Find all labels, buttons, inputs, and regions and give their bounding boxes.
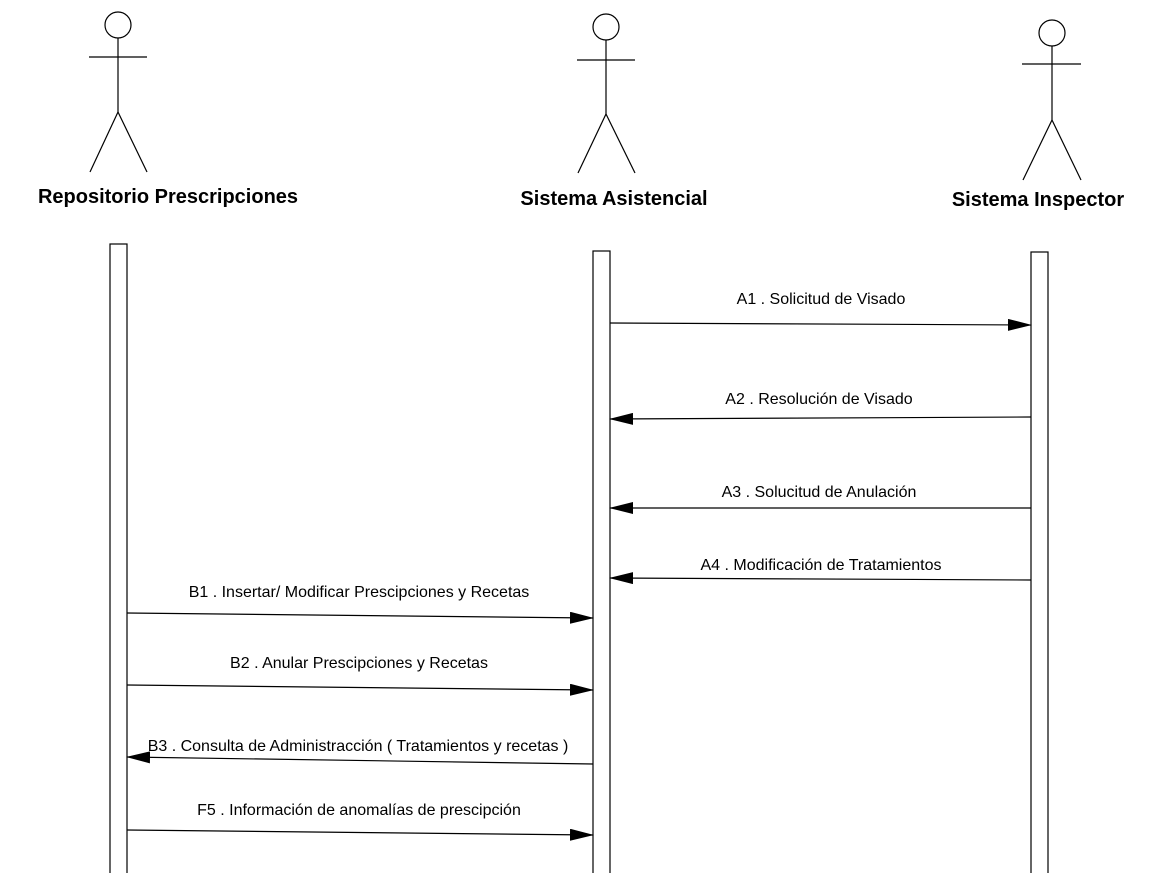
lifeline-asistencial	[592, 250, 611, 873]
actor-asistencial	[577, 13, 636, 174]
message-a1: A1 . Solicitud de Visado	[609, 291, 1032, 331]
message-a4: A4 . Modificación de Tratamientos	[609, 557, 1032, 585]
message-label: A2 . Resolución de Visado	[725, 391, 912, 408]
actor-label-asistencial: Sistema Asistencial	[520, 188, 707, 210]
actor-inspector	[1022, 19, 1082, 181]
actor-repositorio	[89, 11, 148, 173]
message-label: F5 . Información de anomalías de prescip…	[197, 802, 521, 819]
message-label: A4 . Modificación de Tratamientos	[700, 557, 941, 574]
message-label: A3 . Solucitud de Anulación	[722, 484, 917, 501]
message-label: B3 . Consulta de Administracción ( Trata…	[148, 738, 569, 755]
message-a3: A3 . Solucitud de Anulación	[609, 484, 1031, 514]
actor-label-inspector: Sistema Inspector	[952, 189, 1125, 211]
lifeline-repositorio	[109, 243, 128, 873]
lifeline-inspector	[1030, 251, 1049, 873]
message-label: B1 . Insertar/ Modificar Prescipciones y…	[189, 584, 530, 601]
actor-label-repositorio: Repositorio Prescripciones	[38, 186, 298, 208]
message-f5: F5 . Información de anomalías de prescip…	[126, 802, 594, 841]
message-label: A1 . Solicitud de Visado	[737, 291, 906, 308]
message-b1: B1 . Insertar/ Modificar Prescipciones y…	[126, 584, 594, 624]
message-label: B2 . Anular Prescipciones y Recetas	[230, 655, 488, 672]
message-b3: B3 . Consulta de Administracción ( Trata…	[126, 738, 594, 765]
message-a2: A2 . Resolución de Visado	[609, 391, 1032, 425]
message-b2: B2 . Anular Prescipciones y Recetas	[126, 655, 594, 696]
